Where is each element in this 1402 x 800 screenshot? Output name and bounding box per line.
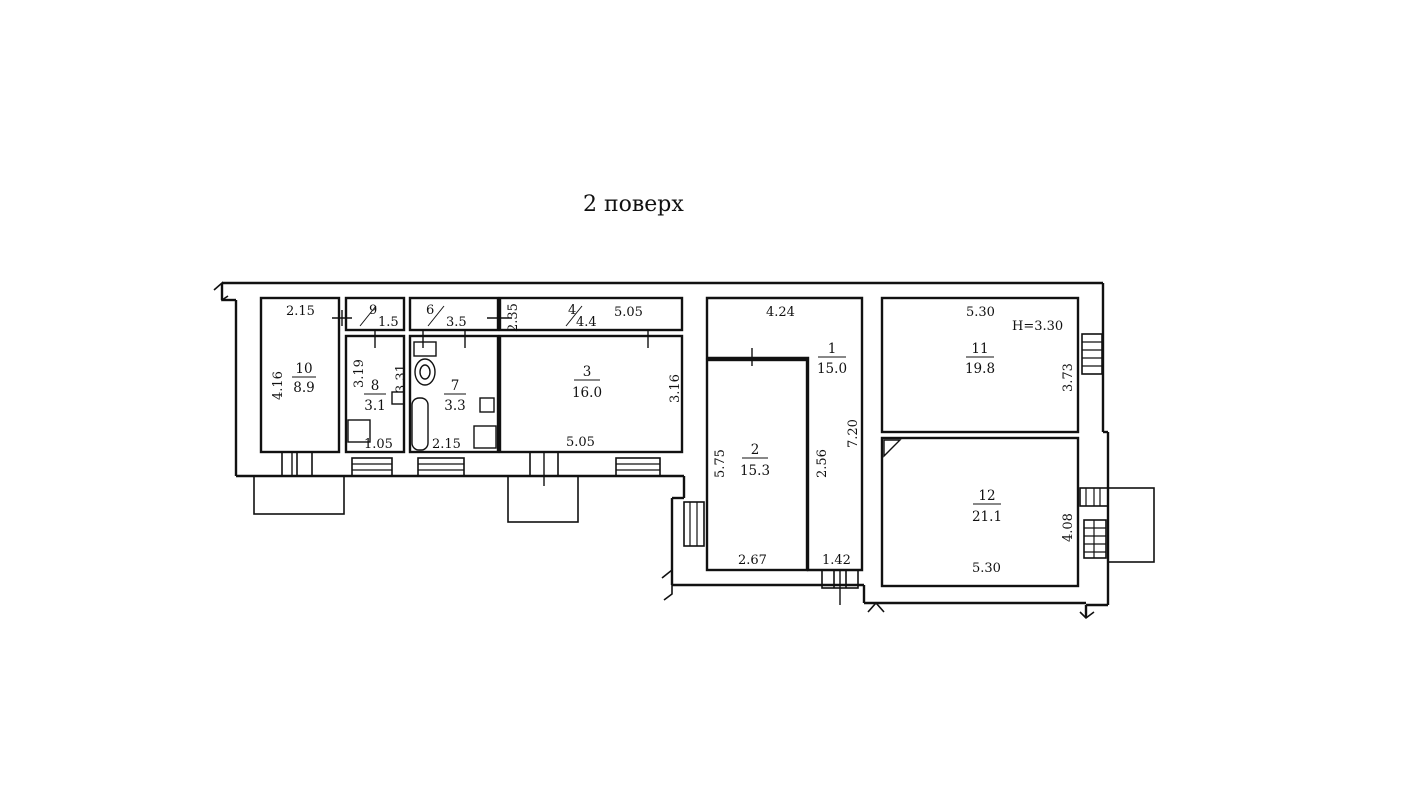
door-ticks [291,310,841,605]
room-6-number: 6 [426,303,434,318]
room-7-number: 7 [451,378,460,394]
balconies [253,475,1155,563]
room-11-area: 19.8 [965,361,995,377]
dim-room7-length: 3.31 [394,364,409,393]
room-7-area: 3.3 [444,398,465,414]
dim-room3-width: 5.05 [566,435,595,450]
room-1-number: 1 [828,341,837,357]
dim-room1-length: 7.20 [846,419,861,448]
room-8-area: 3.1 [364,398,385,414]
dim-room7-width: 2.15 [432,437,461,452]
dim-room4-depth: 2.35 [506,303,521,332]
plumbing-fixtures [347,341,902,458]
dim-room11-width: 5.30 [966,305,995,320]
room-2-area: 15.3 [740,463,770,479]
dim-room12-width: 5.30 [972,561,1001,576]
dim-room10-width: 2.15 [286,304,315,319]
room-9-number: 9 [369,303,377,318]
room-1-area: 15.0 [817,361,847,377]
room-3-number: 3 [583,364,592,380]
room-3-area: 16.0 [572,385,602,401]
dim-room8-length: 3.19 [352,359,367,388]
room-10-area: 8.9 [293,380,314,396]
dim-room4-width: 5.05 [614,305,643,320]
dim-room3-length: 3.16 [668,374,683,403]
room-8-number: 8 [371,378,380,394]
dim-room8-width: 1.05 [364,437,393,452]
dim-room2-length: 5.75 [713,449,728,478]
room-2-number: 2 [751,442,760,458]
dim-room10-length: 4.16 [271,371,286,400]
room-10-number: 10 [295,361,312,377]
height-note: H=3.30 [1012,319,1063,334]
room-4-number: 4 [568,303,576,318]
room-12-number: 12 [978,488,995,504]
dim-room11-length: 3.73 [1061,363,1076,392]
dim-room2-width: 2.67 [738,553,767,568]
dim-room1-bottom: 1.42 [822,553,851,568]
room-9-area: 1.5 [378,315,399,330]
dimension-labels: 2.15 4.16 3.19 1.05 2.15 3.31 2.35 5.05 … [271,303,1076,576]
dim-room12-length: 4.08 [1061,513,1076,542]
room-4-area: 4.4 [576,315,597,330]
room-11-number: 11 [971,341,988,357]
room-6-area: 3.5 [446,315,467,330]
floor-title: 2 поверх [583,192,684,217]
dim-room1-width: 4.24 [766,305,795,320]
dim-room1-corridor: 2.56 [815,449,830,478]
room-12-area: 21.1 [972,509,1002,525]
room-labels: 10 8.9 8 3.1 7 3.3 3 16.0 2 15.3 1 15.0 … [292,303,1063,525]
